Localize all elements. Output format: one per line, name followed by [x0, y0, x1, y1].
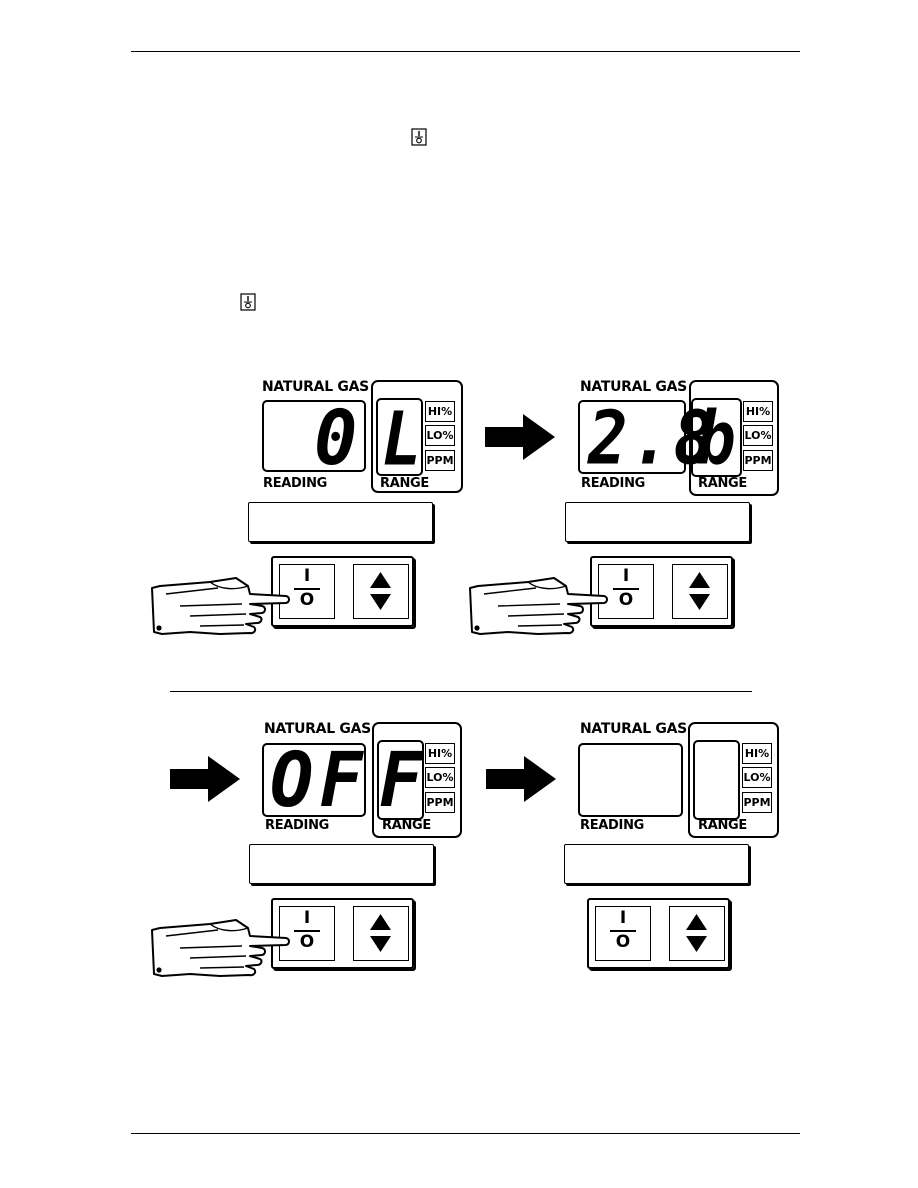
range-select-button[interactable]	[353, 906, 409, 961]
range-label: RANGE	[380, 476, 430, 491]
on-off-ring-glyph: O	[299, 590, 315, 610]
keypad: I O	[590, 556, 733, 627]
on-off-bar-glyph: I	[622, 566, 630, 586]
on-off-symbol-icon	[411, 128, 427, 146]
reading-window	[578, 400, 686, 474]
right-arrow-icon	[485, 414, 555, 460]
on-off-button[interactable]: I O	[598, 564, 654, 619]
unit-ppm: PPM	[425, 792, 455, 813]
unit-lo-percent: LO%	[743, 425, 773, 446]
reading-window	[578, 743, 683, 817]
on-off-ring-glyph: O	[299, 932, 315, 952]
range-window	[691, 398, 742, 477]
message-box	[248, 502, 433, 542]
section-divider	[170, 691, 752, 692]
gas-type-label: NATURAL GAS	[580, 379, 687, 395]
unit-lo-percent: LO%	[425, 425, 455, 446]
footer-rule	[131, 1133, 800, 1134]
unit-lo-percent: LO%	[425, 767, 455, 788]
range-frame	[688, 722, 779, 838]
on-off-bar-glyph: I	[303, 566, 311, 586]
pointing-hand-icon	[151, 919, 290, 977]
unit-hi-percent: HI%	[425, 743, 455, 764]
range-select-button[interactable]	[669, 906, 725, 961]
unit-hi-percent: HI%	[425, 401, 455, 422]
keypad: I O	[271, 898, 414, 969]
range-select-button[interactable]	[353, 564, 409, 619]
message-box	[249, 844, 434, 884]
right-arrow-icon	[170, 756, 240, 802]
range-frame	[372, 722, 462, 838]
message-box	[565, 502, 750, 542]
on-off-divider	[613, 588, 639, 590]
up-down-arrows-icon	[686, 914, 707, 952]
on-off-ring-glyph: O	[618, 590, 634, 610]
pointing-hand-icon	[469, 577, 608, 635]
range-label: RANGE	[698, 476, 748, 491]
range-frame	[689, 380, 779, 496]
on-off-bar-glyph: I	[619, 908, 627, 928]
on-off-divider	[294, 588, 320, 590]
up-down-arrows-icon	[689, 572, 710, 610]
reading-label: READING	[263, 476, 328, 491]
on-off-divider	[294, 930, 320, 932]
up-down-arrows-icon	[370, 572, 391, 610]
reading-label: READING	[265, 818, 330, 833]
reading-label: READING	[581, 476, 646, 491]
on-off-symbol-icon	[240, 293, 256, 311]
on-off-button[interactable]: I O	[279, 906, 335, 961]
on-off-ring-glyph: O	[615, 932, 631, 952]
display-panel-step-1: NATURAL GAS 0 READING L HI% LO% PPM RANG…	[262, 380, 502, 498]
unit-lo-percent: LO%	[742, 767, 772, 788]
on-off-button[interactable]: I O	[279, 564, 335, 619]
unit-ppm: PPM	[743, 450, 773, 471]
on-off-bar-glyph: I	[303, 908, 311, 928]
display-panel-step-4: NATURAL GAS READING HI% LO% PPM RANGE	[578, 722, 818, 840]
header-rule	[131, 51, 800, 52]
gas-type-label: NATURAL GAS	[580, 721, 687, 737]
range-window	[693, 740, 740, 820]
range-label: RANGE	[698, 818, 748, 833]
unit-ppm: PPM	[425, 450, 455, 471]
keypad: I O	[271, 556, 414, 627]
up-down-arrows-icon	[370, 914, 391, 952]
reading-digits: 0	[314, 393, 358, 482]
keypad: I O	[587, 898, 730, 969]
on-off-button[interactable]: I O	[595, 906, 651, 961]
pointing-hand-icon	[151, 577, 290, 635]
unit-hi-percent: HI%	[743, 401, 773, 422]
display-panel-step-2: NATURAL GAS 2.8 READING b HI% LO% PPM RA…	[578, 380, 818, 498]
range-window	[377, 740, 424, 820]
message-box	[564, 844, 749, 884]
range-frame	[371, 380, 463, 493]
range-char: L	[382, 396, 422, 483]
reading-window	[262, 743, 366, 817]
display-panel-step-3: NATURAL GAS OF READING F HI% LO% PPM RAN…	[262, 722, 502, 840]
reading-digits: OF	[270, 735, 369, 824]
gas-type-label: NATURAL GAS	[262, 379, 369, 395]
unit-ppm: PPM	[742, 792, 772, 813]
right-arrow-icon	[486, 756, 556, 802]
range-char: b	[696, 395, 736, 482]
unit-hi-percent: HI%	[742, 743, 772, 764]
gas-type-label: NATURAL GAS	[264, 721, 371, 737]
on-off-divider	[610, 930, 636, 932]
range-char: F	[379, 735, 423, 824]
range-window	[376, 398, 423, 476]
reading-window	[262, 400, 366, 472]
reading-label: READING	[580, 818, 645, 833]
range-select-button[interactable]	[672, 564, 728, 619]
range-label: RANGE	[382, 818, 432, 833]
